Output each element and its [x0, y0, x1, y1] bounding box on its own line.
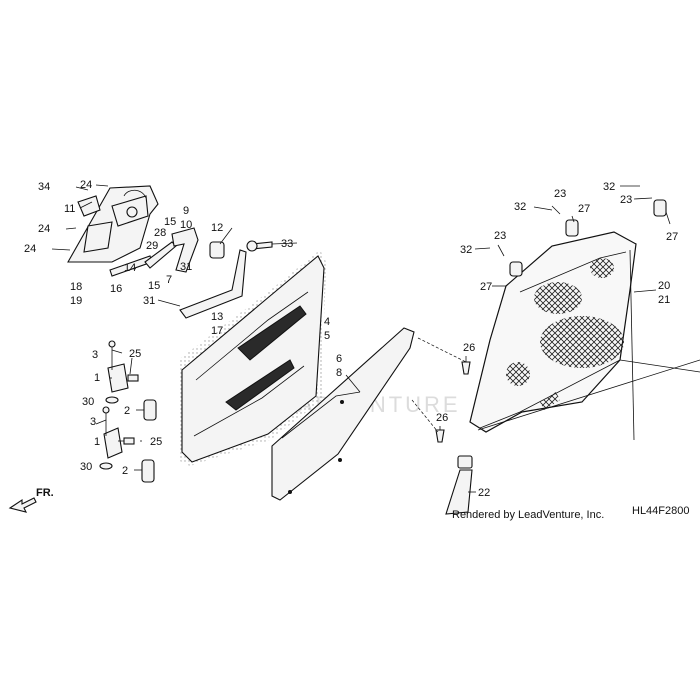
door-stop-rubber: [209, 241, 225, 259]
hinge-bushing-upper: [143, 399, 157, 421]
front-direction-arrow: FR.: [8, 487, 54, 513]
callout-32: 32: [603, 181, 615, 193]
direction-label: FR.: [36, 487, 54, 499]
callout-23: 23: [494, 230, 506, 242]
callout-1: 1: [94, 436, 100, 448]
callout-10: 10: [180, 219, 192, 231]
strap-buckle: [457, 455, 473, 469]
net-clip-1: [509, 261, 523, 277]
callout-8: 8: [336, 367, 342, 379]
callout-31: 31: [180, 261, 192, 273]
callout-29: 29: [146, 240, 158, 252]
callout-26: 26: [463, 342, 475, 354]
callout-3: 3: [90, 416, 96, 428]
diagram-code: HL44F2800: [632, 505, 690, 517]
door-panel: [178, 250, 326, 466]
callout-20: 20: [658, 280, 670, 292]
callout-24: 24: [24, 243, 36, 255]
bolt-26-lower: [435, 429, 445, 443]
callout-27: 27: [666, 231, 678, 243]
callout-2: 2: [122, 465, 128, 477]
callout-15: 15: [164, 216, 176, 228]
callout-11: 11: [64, 203, 75, 215]
inner-handle-assembly: [67, 185, 159, 263]
callout-34: 34: [38, 181, 50, 193]
callout-7: 7: [166, 274, 172, 286]
callout-19: 19: [70, 295, 82, 307]
credit-text: Rendered by LeadVenture, Inc.: [452, 509, 604, 521]
callout-32: 32: [514, 201, 526, 213]
callout-17: 17: [211, 325, 223, 337]
door-latch-plate: [179, 249, 247, 319]
callout-32: 32: [460, 244, 472, 256]
callout-4: 4: [324, 316, 330, 328]
callout-18: 18: [70, 281, 82, 293]
callout-30: 30: [82, 396, 94, 408]
upper-hinge: [105, 340, 139, 404]
callout-9: 9: [183, 205, 189, 217]
callout-6: 6: [336, 353, 342, 365]
latch-bracket: [171, 227, 199, 273]
callout-31: 31: [143, 295, 155, 307]
callout-15: 15: [148, 280, 160, 292]
callout-13: 13: [211, 311, 223, 323]
hinge-bushing-lower: [141, 459, 155, 483]
callout-26: 26: [436, 412, 448, 424]
callout-1: 1: [94, 372, 100, 384]
callout-14: 14: [124, 262, 136, 274]
lower-hinge: [99, 406, 135, 470]
net-clip-3: [653, 199, 667, 217]
callout-3: 3: [92, 349, 98, 361]
callout-25: 25: [150, 436, 162, 448]
net-clip-2: [565, 219, 579, 237]
bolt-26-upper: [461, 361, 471, 375]
net-strap: [445, 469, 473, 515]
callout-12: 12: [211, 222, 223, 234]
callout-5: 5: [324, 330, 330, 342]
callout-27: 27: [480, 281, 492, 293]
callout-28: 28: [154, 227, 166, 239]
callout-23: 23: [620, 194, 632, 206]
callout-24: 24: [80, 179, 92, 191]
callout-21: 21: [658, 294, 670, 306]
door-lower-trim: [271, 327, 415, 501]
callout-22: 22: [478, 487, 490, 499]
callout-2: 2: [124, 405, 130, 417]
callout-30: 30: [80, 461, 92, 473]
callout-25: 25: [129, 348, 141, 360]
leader-lines: [51, 184, 671, 493]
callouts: 34 24 11 24 24 18 19 16 28 29 14 15 15 9…: [24, 179, 678, 499]
callout-16: 16: [110, 283, 122, 295]
callout-27: 27: [578, 203, 590, 215]
callout-33: 33: [281, 238, 293, 250]
callout-24: 24: [38, 223, 50, 235]
door-net: [469, 231, 700, 441]
callout-23: 23: [554, 188, 566, 200]
